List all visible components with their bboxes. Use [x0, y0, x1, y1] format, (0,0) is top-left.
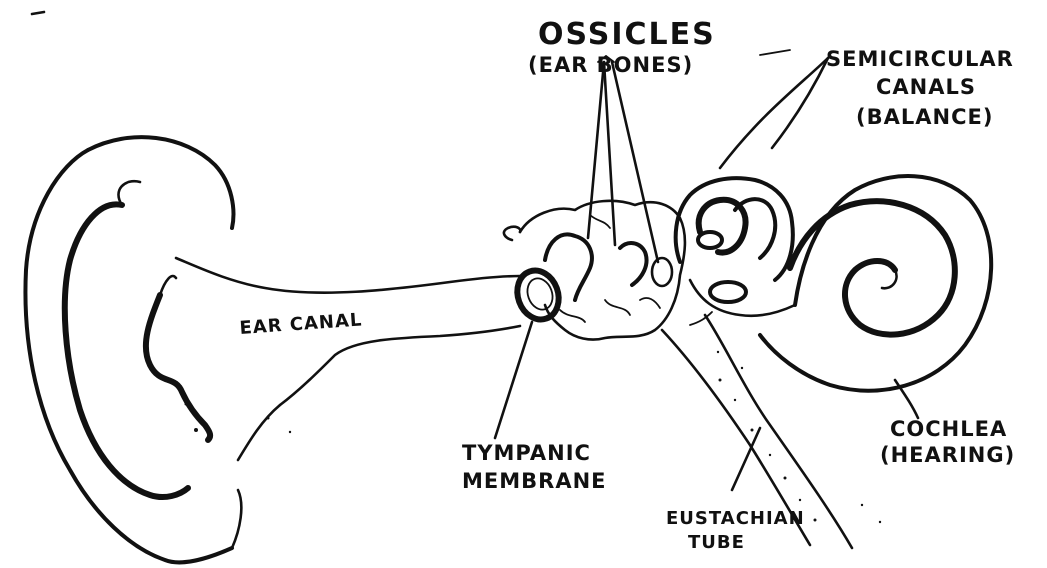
label-tympanic-line1: TYMPANIC: [462, 441, 591, 465]
label-cochlea: COCHLEA: [890, 417, 1007, 441]
label-cochlea-sub: (HEARING): [880, 443, 1015, 467]
label-semicircular-sub: (BALANCE): [856, 105, 993, 129]
label-tympanic-line2: MEMBRANE: [462, 469, 607, 493]
label-semicircular-line2: CANALS: [876, 75, 976, 99]
label-eustachian-line2: TUBE: [688, 532, 745, 553]
outer-ear: [25, 137, 291, 562]
cochlea-drawing: [760, 176, 991, 391]
ear-canal: [176, 258, 520, 405]
labels: OSSICLES (EAR BONES) SEMICIRCULAR CANALS…: [239, 17, 1015, 553]
tympanic-membrane: [511, 265, 566, 326]
stray-mark: [32, 12, 44, 14]
label-ossicles-sub: (EAR BONES): [528, 53, 693, 77]
label-ossicles: OSSICLES: [538, 17, 716, 52]
label-ear-canal: EAR CANAL: [239, 309, 363, 339]
label-eustachian-line1: EUSTACHIAN: [666, 508, 805, 529]
label-semicircular-line1: SEMICIRCULAR: [826, 47, 1014, 71]
semicircular-canals-drawing: [676, 178, 795, 316]
